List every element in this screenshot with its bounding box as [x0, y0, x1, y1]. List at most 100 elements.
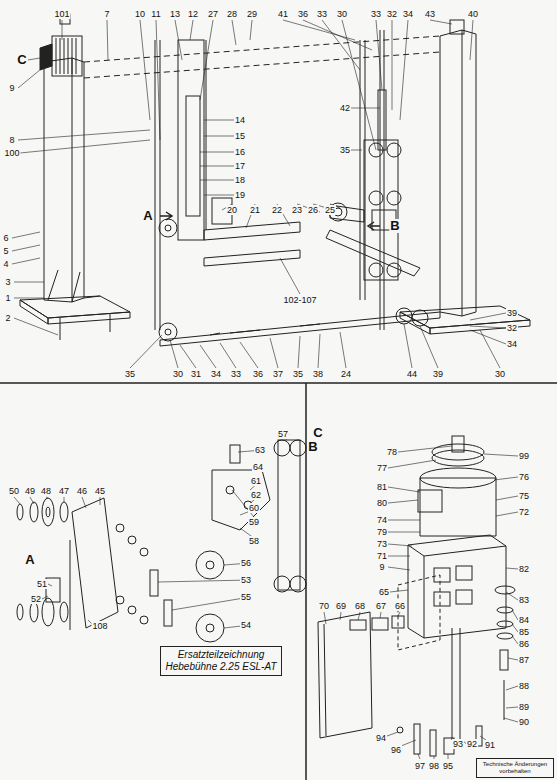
callout-number: 61 — [250, 476, 262, 486]
callout-number: 54 — [240, 620, 252, 630]
callout-number: 17 — [234, 161, 246, 171]
note-box: Technische Änderungen vorbehalten — [476, 758, 554, 778]
callout-number: 28 — [226, 9, 238, 19]
callout-number: 75 — [518, 491, 530, 501]
callout-number: 26 — [307, 205, 319, 215]
callout-number: 101 — [53, 9, 70, 19]
callout-number: 87 — [518, 655, 530, 665]
callout-number: 94 — [375, 733, 387, 743]
callout-number: 27 — [207, 9, 219, 19]
callout-number: 95 — [442, 761, 454, 771]
node-text: Ersatzteilzeichnung Hebebühne 2.25 ESL-A… — [164, 649, 278, 673]
callout-number: 16 — [234, 147, 246, 157]
callout-number: 70 — [318, 601, 330, 611]
callout-number: 9 — [8, 83, 15, 93]
callout-number: 88 — [518, 681, 530, 691]
callout-number: 99 — [518, 451, 530, 461]
callout-number: 39 — [506, 308, 518, 318]
callout-number: 19 — [234, 190, 246, 200]
view-letter: B — [389, 219, 400, 233]
callout-number: 62 — [250, 490, 262, 500]
callout-number: 77 — [376, 463, 388, 473]
callout-number: 15 — [234, 131, 246, 141]
callout-number: 35 — [292, 369, 304, 379]
callout-number: 5 — [2, 246, 9, 256]
callout-number: 68 — [354, 601, 366, 611]
callout-number: 53 — [240, 575, 252, 585]
callout-number: 67 — [375, 601, 387, 611]
view-letter: A — [142, 209, 153, 223]
callout-number: 49 — [24, 486, 36, 496]
callout-number: 13 — [169, 9, 181, 19]
left-carriage — [159, 40, 300, 341]
callout-number: 40 — [467, 9, 479, 19]
callout-number: 3 — [4, 277, 11, 287]
callout-number: 10 — [134, 9, 146, 19]
callout-number: 45 — [94, 486, 106, 496]
callout-number: 102-107 — [282, 295, 317, 305]
callout-number: 60 — [248, 503, 260, 513]
callout-number: 108 — [91, 621, 108, 631]
callout-number: 37 — [272, 369, 284, 379]
callout-number: 69 — [335, 601, 347, 611]
callout-number: 24 — [340, 369, 352, 379]
callout-number: 9 — [378, 562, 385, 572]
callout-number: 63 — [254, 445, 266, 455]
callout-number: 31 — [190, 369, 202, 379]
view-letter: C — [312, 426, 323, 440]
callout-number: 84 — [518, 615, 530, 625]
callout-number: 46 — [76, 486, 88, 496]
callout-number: 34 — [402, 9, 414, 19]
callout-number: 33 — [230, 369, 242, 379]
callout-number: 23 — [291, 205, 303, 215]
callout-number: 30 — [336, 9, 348, 19]
callout-number: 32 — [386, 9, 398, 19]
callout-number: 34 — [210, 369, 222, 379]
callout-number: 36 — [252, 369, 264, 379]
callout-number: 35 — [339, 145, 351, 155]
view-letter: C — [16, 53, 27, 67]
callout-number: 64 — [252, 462, 264, 472]
callout-number: 96 — [390, 745, 402, 755]
callout-number: 22 — [271, 205, 283, 215]
right-carriage — [326, 140, 420, 280]
callout-number: 34 — [506, 339, 518, 349]
callout-number: 48 — [40, 486, 52, 496]
callout-number: 25 — [324, 205, 336, 215]
callout-number: 92 — [466, 739, 478, 749]
callout-number: 71 — [376, 551, 388, 561]
callout-number: 59 — [248, 517, 260, 527]
callout-number: 4 — [2, 259, 9, 269]
callout-number: 7 — [103, 9, 110, 19]
callout-number: 85 — [518, 627, 530, 637]
callout-number: 30 — [172, 369, 184, 379]
motor-unit — [40, 14, 82, 76]
callout-number: 39 — [432, 369, 444, 379]
callout-number: 55 — [240, 592, 252, 602]
callout-number: 74 — [376, 515, 388, 525]
callout-number: 41 — [277, 9, 289, 19]
callout-number: 6 — [2, 233, 9, 243]
title-block: Ersatzteilzeichnung Hebebühne 2.25 ESL-A… — [160, 646, 282, 676]
callout-number: 18 — [234, 175, 246, 185]
callout-number: 12 — [187, 9, 199, 19]
callout-number: 30 — [494, 369, 506, 379]
callout-number: 29 — [246, 9, 258, 19]
callout-number: 1 — [4, 293, 11, 303]
callout-number: 43 — [424, 9, 436, 19]
callout-number: 78 — [386, 447, 398, 457]
callout-number: 72 — [518, 507, 530, 517]
callout-number: 44 — [406, 369, 418, 379]
pump-unit — [318, 436, 515, 756]
callout-number: 8 — [8, 135, 15, 145]
callout-number: 35 — [124, 369, 136, 379]
callout-number: 21 — [249, 205, 261, 215]
callout-number: 32 — [506, 323, 518, 333]
callout-number: 86 — [518, 639, 530, 649]
callout-number: 57 — [277, 429, 289, 439]
callout-number: 2 — [4, 313, 11, 323]
view-letter: A — [24, 553, 35, 567]
callout-number: 73 — [376, 539, 388, 549]
callout-number: 56 — [240, 558, 252, 568]
right-column — [400, 20, 530, 334]
